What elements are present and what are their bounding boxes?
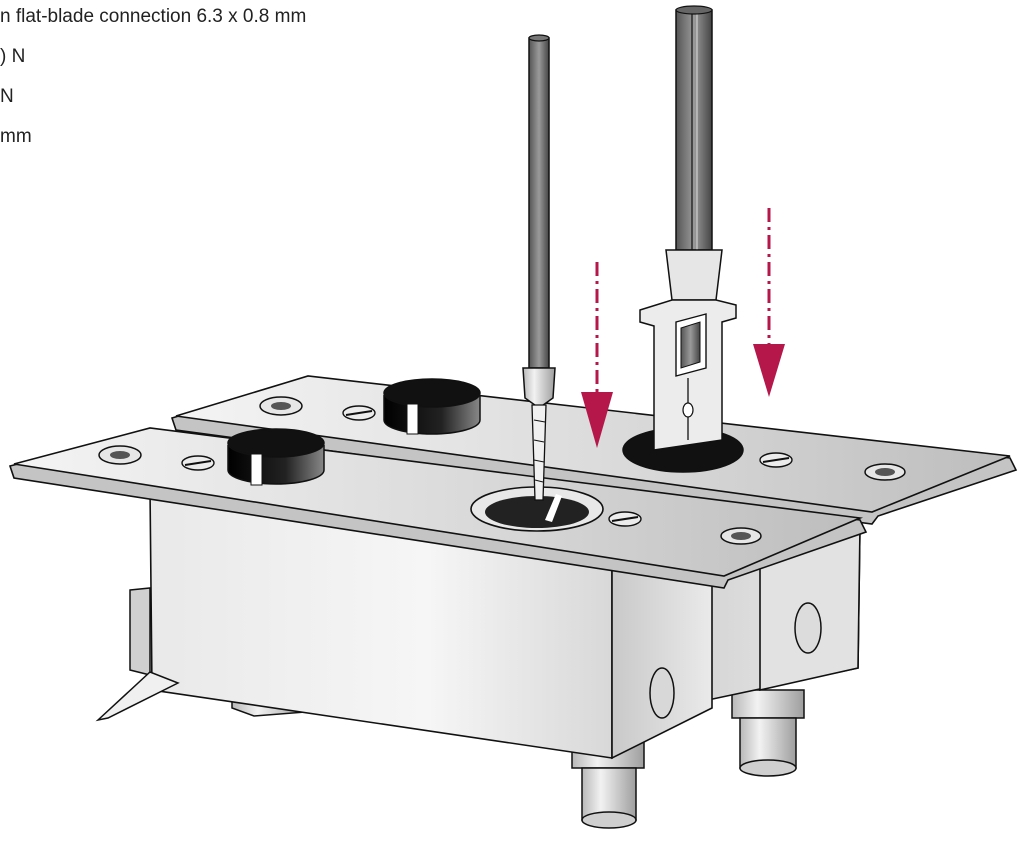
front-plate: [8, 427, 868, 589]
insertion-arrows: [581, 208, 785, 448]
mount-hole-back-right-bore: [875, 468, 895, 476]
spec-line-1: n flat-blade connection 6.3 x 0.8 mm: [0, 6, 307, 27]
round-pin-probe: [522, 34, 556, 501]
arrow-down-icon: [753, 208, 785, 397]
mount-hole-front-right-bore: [731, 532, 751, 540]
front-module-body: [95, 487, 713, 760]
spec-text-block: n flat-blade connection 6.3 x 0.8 mm ) N…: [0, 0, 306, 157]
spec-line-2: ) N: [0, 46, 26, 67]
mount-hole-back-left-bore: [271, 402, 291, 410]
terminal-post-right: [731, 689, 805, 777]
flat-blade-probe: [639, 5, 737, 451]
side-hole-right: [794, 602, 822, 654]
mounting-tab: [95, 671, 180, 722]
arrow-down-icon: [581, 262, 613, 448]
spec-line-4: mm: [0, 126, 32, 147]
socket-hole-front-inner: [485, 496, 589, 528]
side-hole-front: [649, 667, 675, 719]
mount-hole-front-left-bore: [110, 451, 130, 459]
spec-line-3: N: [0, 86, 14, 107]
